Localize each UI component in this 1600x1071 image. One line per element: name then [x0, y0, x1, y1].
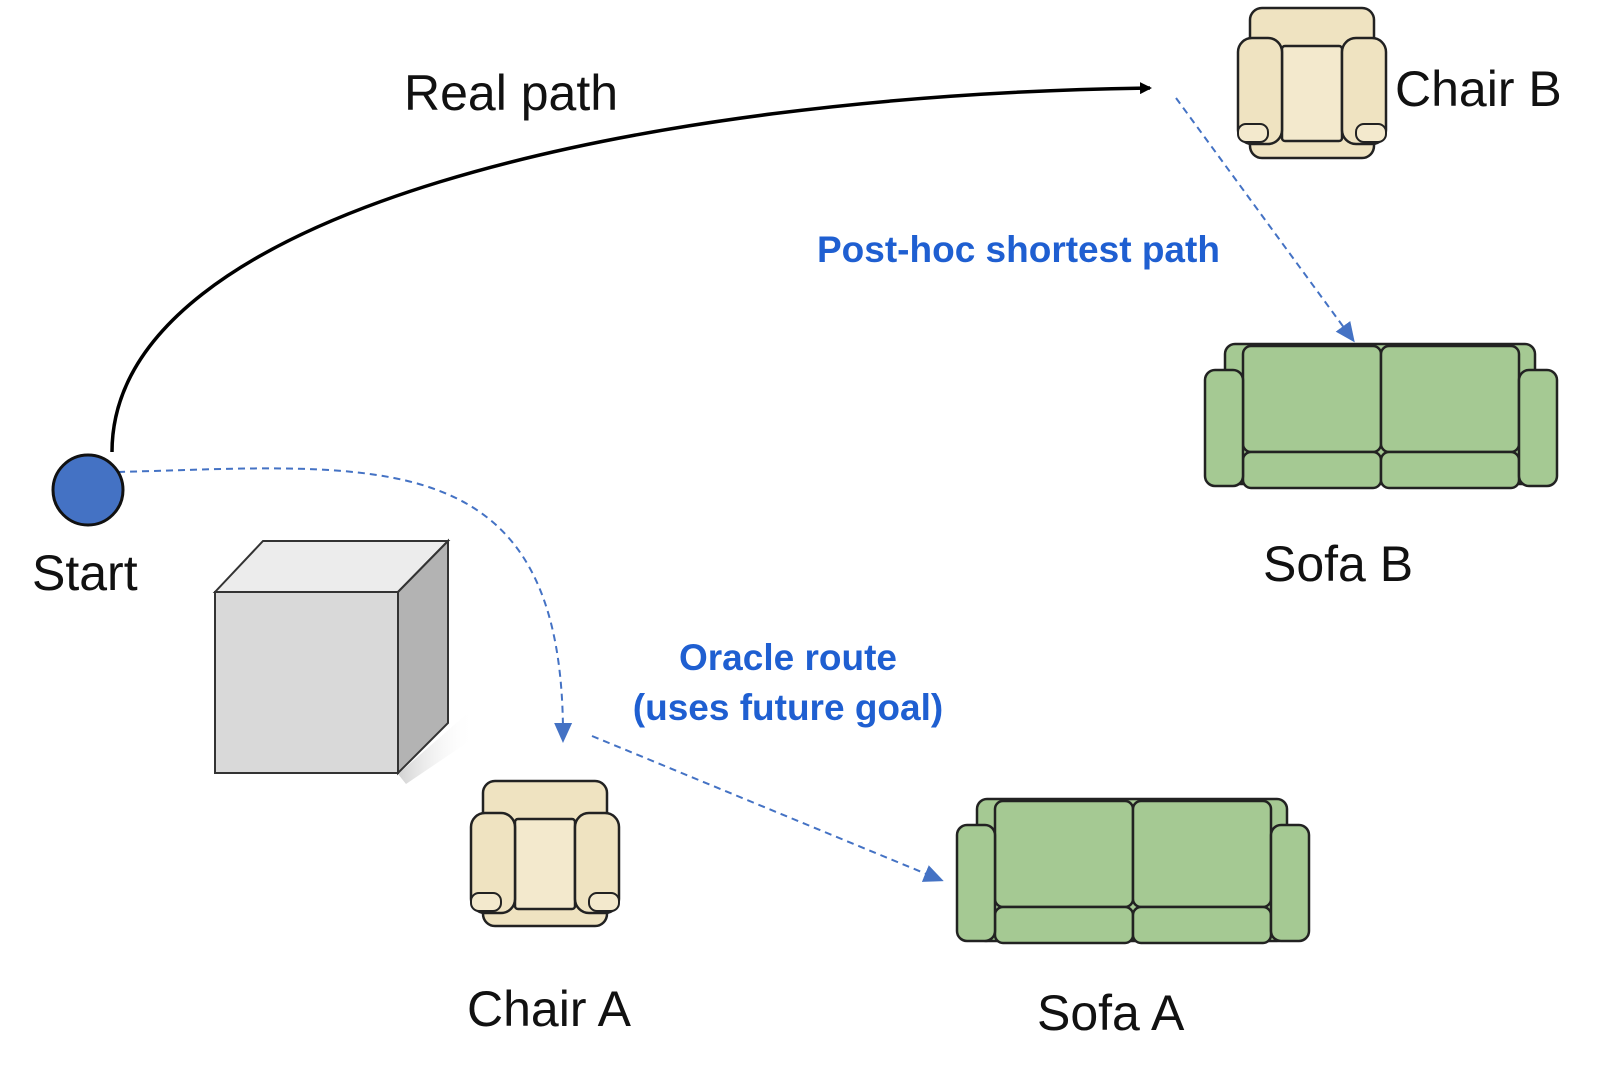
oracle-route-sublabel: (uses future goal): [633, 687, 943, 728]
sofa-a-icon: [955, 797, 1311, 945]
sofa-a-label: Sofa A: [1037, 985, 1185, 1041]
chair-b-icon: [1236, 6, 1388, 160]
chair-a-icon: [469, 779, 621, 928]
sofa-b-icon: [1203, 342, 1559, 490]
post-hoc-path-label: Post-hoc shortest path: [817, 229, 1220, 270]
start-marker-icon: [51, 453, 125, 527]
sofa-b-label: Sofa B: [1263, 536, 1413, 592]
post-hoc-path-line: [1175, 97, 1355, 343]
oracle-route-label: Oracle route: [679, 637, 897, 678]
oracle-route-segment: [591, 735, 944, 882]
start-label: Start: [32, 545, 138, 601]
chair-a-label: Chair A: [467, 981, 632, 1037]
cube-obstacle-icon: [212, 538, 474, 784]
chair-b-label: Chair B: [1395, 61, 1562, 117]
real-path-label: Real path: [404, 65, 618, 121]
real-path-curve: [110, 82, 1152, 453]
